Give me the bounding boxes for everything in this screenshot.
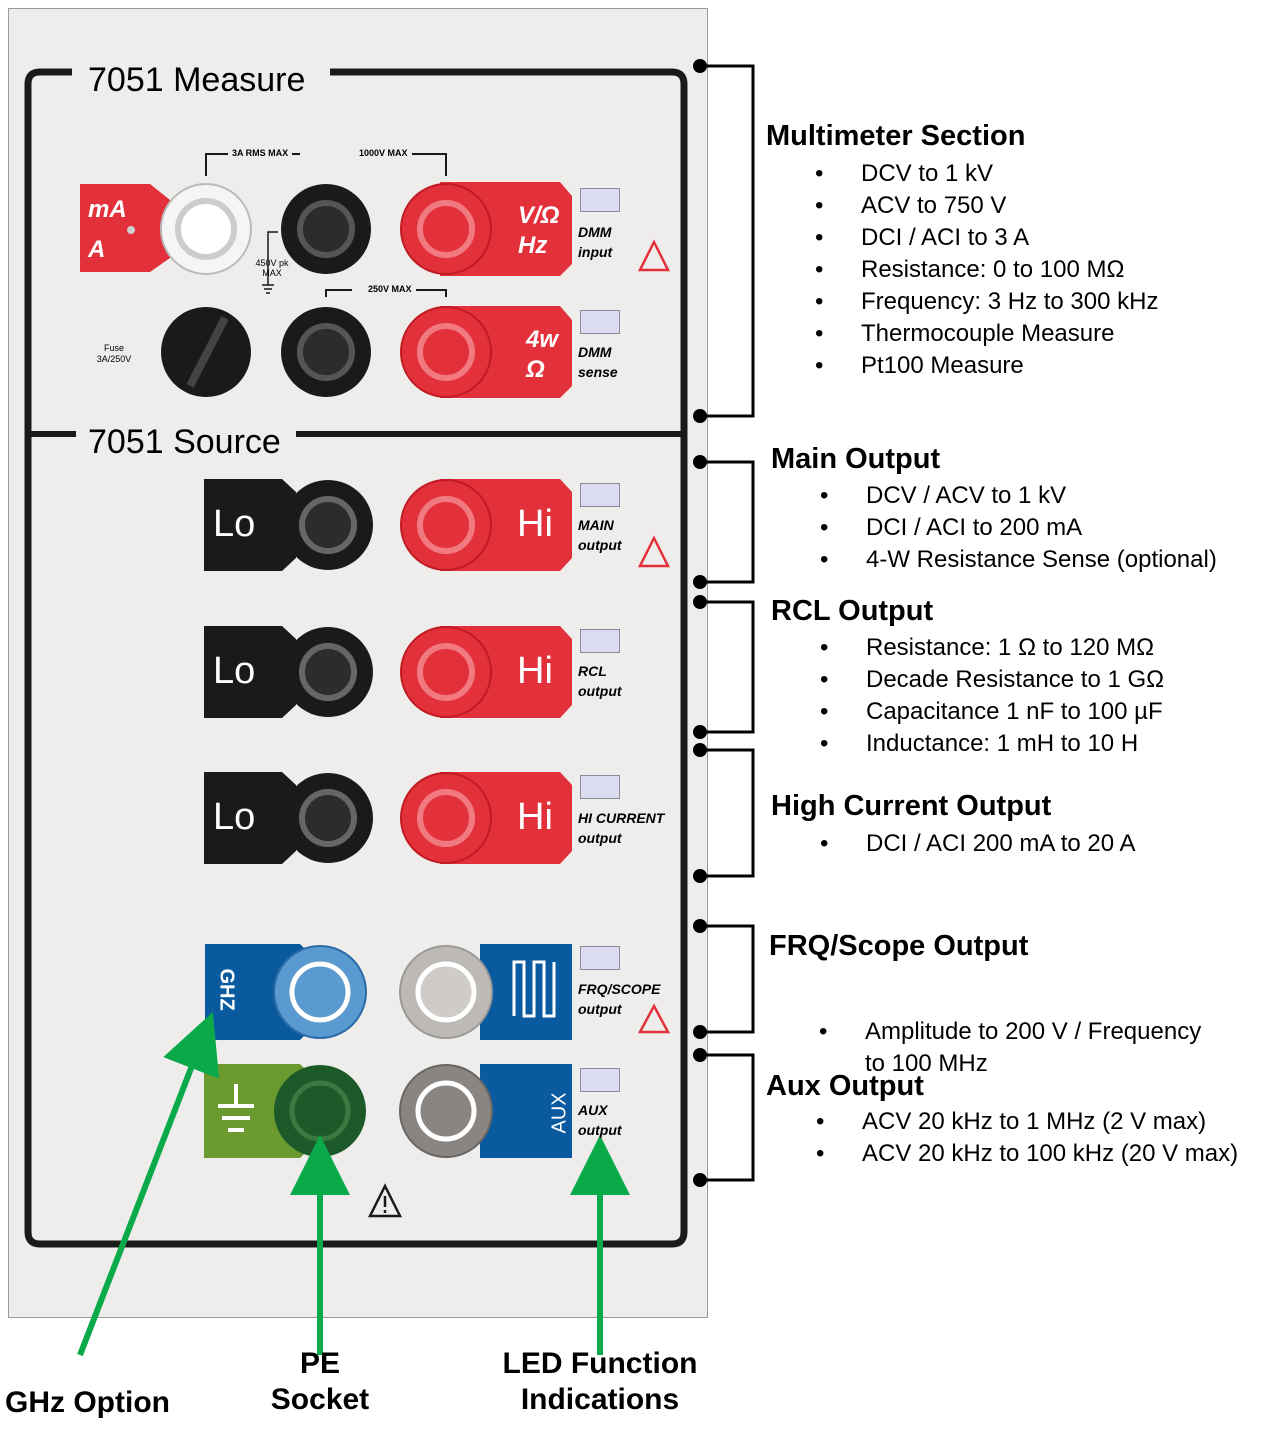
hicur-lo-label: Lo	[213, 796, 256, 838]
list-item: DCV to 1 kV	[815, 158, 1158, 190]
rcl-label-1: RCL	[578, 663, 607, 679]
pe-label-2: Socket	[270, 1383, 370, 1416]
bracket-dots	[693, 59, 707, 1187]
list-item: Pt100 Measure	[815, 350, 1158, 382]
v-max-label: 1000V MAX	[355, 148, 412, 158]
led-dmm-input	[580, 188, 620, 212]
list-item: DCI / ACI to 3 A	[815, 222, 1158, 254]
led-function-label-1: LED Function	[502, 1347, 698, 1380]
dmm-sense-label-1: DMM	[578, 344, 612, 360]
list-item: DCI / ACI 200 mA to 20 A	[820, 828, 1136, 860]
caution-icon	[367, 1183, 403, 1218]
pe-aux-terminals	[204, 1064, 572, 1158]
main-hi-label: Hi	[517, 503, 553, 545]
ohm-label: Ω	[526, 356, 545, 383]
led-rcl	[580, 629, 620, 653]
multimeter-section-list: DCV to 1 kV ACV to 750 V DCI / ACI to 3 …	[815, 158, 1159, 382]
hi-current-output-terminals	[204, 772, 572, 864]
4w-label: 4w	[526, 326, 559, 353]
led-aux	[580, 1068, 620, 1092]
main-lo-label: Lo	[213, 503, 256, 545]
source-title: 7051 Source	[76, 422, 293, 462]
hv-warning-icon	[637, 239, 671, 1034]
list-item: DCV / ACV to 1 kV	[820, 480, 1217, 512]
a-label: A	[88, 236, 106, 263]
list-item: Resistance: 1 Ω to 120 MΩ	[820, 632, 1164, 664]
aux-output-list: ACV 20 kHz to 1 MHz (2 V max) ACV 20 kHz…	[816, 1106, 1238, 1170]
ghz-option-label: GHz Option	[5, 1386, 170, 1419]
rcl-output-list: Resistance: 1 Ω to 120 MΩ Decade Resista…	[820, 632, 1164, 760]
sense-max-label: 250V MAX	[364, 284, 416, 294]
pe-label-1: PE	[299, 1347, 341, 1380]
list-item: Decade Resistance to 1 GΩ	[820, 664, 1164, 696]
list-item: Capacitance 1 nF to 100 µF	[820, 696, 1164, 728]
hicur-hi-label: Hi	[517, 796, 553, 838]
brackets	[700, 64, 755, 1182]
list-item: Inductance: 1 mH to 10 H	[820, 728, 1164, 760]
dmm-sense-label-2: sense	[578, 364, 618, 380]
list-item: ACV 20 kHz to 1 MHz (2 V max)	[816, 1106, 1238, 1138]
list-item: Frequency: 3 Hz to 300 kHz	[815, 286, 1159, 318]
hicur-label-1: HI CURRENT	[578, 810, 665, 826]
frq-scope-list: Amplitude to 200 V / Frequency to 100 MH…	[819, 984, 1201, 1112]
dmm-input-label-1: DMM	[578, 224, 612, 240]
led-dmm-sense	[580, 310, 620, 334]
aux-output-title: Aux Output	[766, 1070, 924, 1102]
ghz-label: GHZ	[215, 968, 238, 1011]
list-item: DCI / ACI to 200 mA	[820, 512, 1217, 544]
frq-label-1: FRQ/SCOPE	[578, 981, 661, 997]
aux-label-2: output	[578, 1122, 622, 1138]
callout-arrows	[77, 1012, 630, 1357]
aux-terminal-label: AUX	[548, 1092, 571, 1134]
frq-label-2: output	[578, 1001, 622, 1017]
led-function-label-2: Indications	[520, 1383, 680, 1416]
dmm-input-label-2: input	[578, 244, 613, 260]
rcl-label-2: output	[578, 683, 622, 699]
list-item: Thermocouple Measure	[815, 318, 1158, 350]
sense-bracket	[325, 289, 447, 297]
rms-max-label: 3A RMS MAX	[228, 148, 293, 158]
led-main	[580, 483, 620, 507]
rcl-lo-label: Lo	[213, 650, 256, 692]
high-current-list: DCI / ACI 200 mA to 20 A	[820, 828, 1136, 860]
main-output-terminals	[204, 479, 572, 571]
v-ohm-label: V/Ω	[518, 202, 560, 229]
rcl-hi-label: Hi	[517, 650, 553, 692]
high-current-title: High Current Output	[771, 790, 1052, 822]
list-item: 4-W Resistance Sense (optional)	[820, 544, 1217, 576]
pk-max-label: 450V pk MAX	[255, 258, 289, 278]
rcl-output-terminals	[204, 626, 572, 718]
led-hi-current	[580, 775, 620, 799]
ground-symbol-small	[262, 284, 274, 294]
list-item: Amplitude to 200 V / Frequency to 100 MH…	[819, 1016, 1201, 1080]
frq-scope-title: FRQ/Scope Output	[769, 930, 1029, 962]
fuse-label: Fuse 3A/250V	[96, 343, 132, 364]
measure-frame	[24, 68, 688, 1248]
list-item: ACV 20 kHz to 100 kHz (20 V max)	[816, 1138, 1238, 1170]
ma-label: mA	[88, 196, 127, 223]
hz-label: Hz	[518, 232, 548, 259]
earth-ground-icon	[218, 1084, 254, 1132]
hicur-label-2: output	[578, 830, 622, 846]
rcl-output-title: RCL Output	[771, 595, 934, 627]
main-output-list: DCV / ACV to 1 kV DCI / ACI to 200 mA 4-…	[820, 480, 1217, 576]
multimeter-section-title: Multimeter Section	[766, 120, 1026, 152]
ma-tab	[80, 184, 170, 272]
frq-scope-terminals	[205, 944, 572, 1040]
list-item: ACV to 750 V	[815, 190, 1158, 222]
main-label-1: MAIN	[578, 517, 614, 533]
list-item: Resistance: 0 to 100 MΩ	[815, 254, 1158, 286]
main-label-2: output	[578, 537, 622, 553]
square-wave-icon	[512, 960, 556, 1018]
led-frq-scope	[580, 946, 620, 970]
measure-title: 7051 Measure	[76, 60, 318, 100]
main-output-title: Main Output	[771, 443, 941, 475]
aux-label-1: AUX	[578, 1102, 608, 1118]
